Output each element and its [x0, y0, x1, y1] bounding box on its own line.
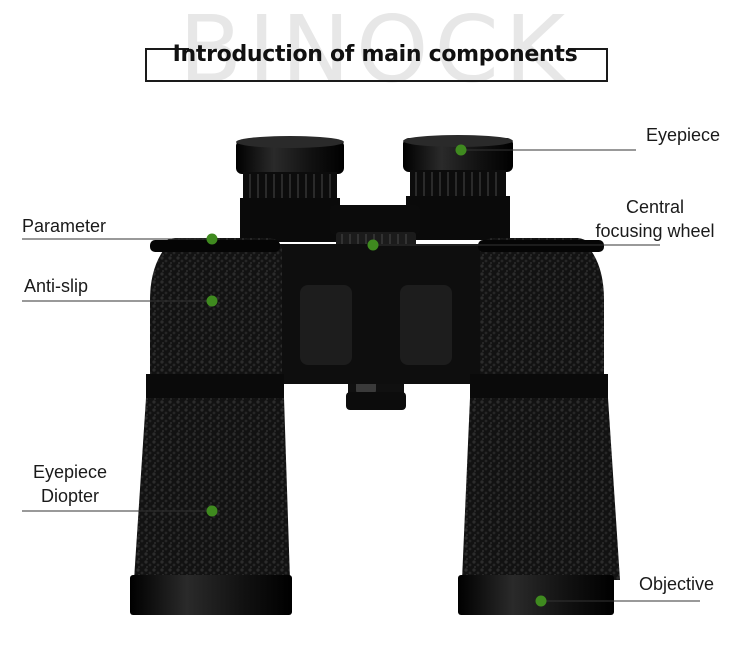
right-eyepiece: [403, 135, 513, 240]
label-objective: Objective: [639, 574, 715, 594]
left-barrel: [130, 238, 292, 615]
page-title: Introduction of main components: [172, 42, 578, 67]
marker-diopter: [206, 505, 218, 517]
label-parameter: Parameter: [22, 216, 107, 236]
marker-anti-slip: [206, 295, 218, 307]
marker-central-wheel: [367, 239, 379, 251]
label-diopter-line1: Eyepiece: [32, 462, 108, 482]
marker-eyepiece: [455, 144, 467, 156]
left-eyepiece: [236, 136, 344, 242]
marker-parameter: [206, 233, 218, 245]
title-frame: [145, 48, 608, 82]
label-central-line1: Central: [625, 197, 685, 217]
marker-objective: [535, 595, 547, 607]
label-anti-slip: Anti-slip: [24, 276, 89, 296]
label-eyepiece: Eyepiece: [645, 125, 720, 145]
label-diopter-line2: Diopter: [40, 486, 100, 506]
right-barrel: [458, 238, 620, 615]
label-central-line2: focusing wheel: [595, 221, 715, 241]
